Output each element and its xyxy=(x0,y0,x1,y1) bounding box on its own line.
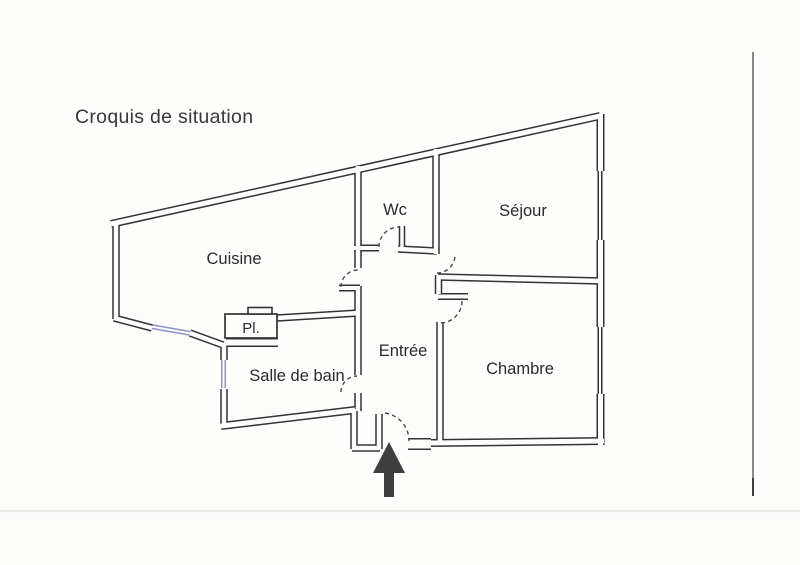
wall-segment xyxy=(189,330,224,348)
wall-segment xyxy=(397,246,438,254)
door-arcs xyxy=(340,226,463,442)
closet-tab xyxy=(247,306,273,315)
closet-outline xyxy=(224,313,278,339)
door-swing-arc-cuisine xyxy=(340,269,359,288)
wall-segment xyxy=(429,438,605,446)
room-label-placard: Pl. xyxy=(242,320,260,337)
wall-segment xyxy=(220,407,356,429)
wall-segment xyxy=(110,113,601,227)
room-label-wc: Wc xyxy=(383,201,407,219)
closet-box xyxy=(224,306,278,339)
room-label-salle-de-bain: Salle de bain xyxy=(249,367,344,385)
door-swing-arc-sejour xyxy=(436,254,456,274)
door-swing-arc-salle-de-bain xyxy=(340,375,358,393)
door-swing-arc-chambre xyxy=(439,300,463,324)
wall-segment xyxy=(276,310,360,321)
room-label-cuisine: Cuisine xyxy=(206,250,261,268)
room-label-chambre: Chambre xyxy=(486,360,554,378)
window-segment xyxy=(150,325,192,335)
door-swing-arc-entrance xyxy=(384,412,410,442)
page-title: Croquis de situation xyxy=(75,106,253,128)
wall-segment xyxy=(437,274,603,284)
entrance-arrow-icon xyxy=(373,442,405,497)
door-swing-arc-wc xyxy=(378,226,400,248)
room-label-sejour: Séjour xyxy=(499,202,547,220)
wall-layer xyxy=(110,113,605,451)
wall-segment xyxy=(113,315,153,331)
room-label-entree: Entrée xyxy=(379,342,428,360)
